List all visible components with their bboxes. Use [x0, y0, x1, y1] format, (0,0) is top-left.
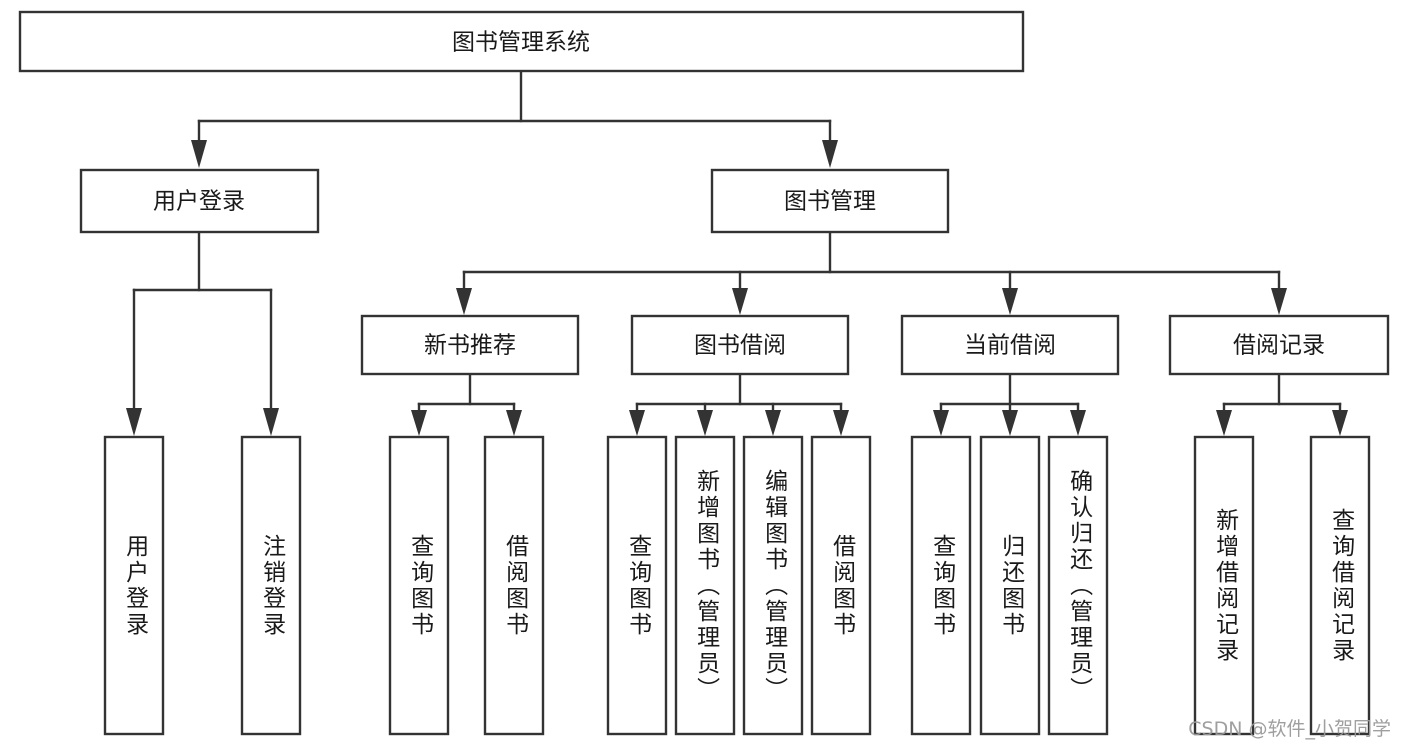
arrow-login-leaf-2	[263, 408, 279, 436]
arrow-borrow-leaf-2	[697, 410, 713, 436]
arrow-bookmgmt-to-current	[1002, 288, 1018, 315]
connector-group-book-borrow	[629, 372, 849, 436]
connector-group-user-login	[126, 230, 279, 436]
arrow-current-leaf-3	[1070, 410, 1086, 436]
node-borrow-record[interactable]: 借阅记录	[1168, 314, 1390, 376]
node-book-borrow-label: 图书借阅	[694, 333, 786, 359]
leaf-rect-book-borrow-3[interactable]	[810, 435, 872, 736]
leaf-rect-user-login-1[interactable]	[240, 435, 302, 736]
leaf-rect-new-book-0[interactable]	[388, 435, 450, 736]
node-root-rect[interactable]	[18, 10, 1025, 73]
leaf-rect-current-borrow-0[interactable]	[910, 435, 972, 736]
arrow-current-leaf-1	[933, 410, 949, 436]
node-book-borrow[interactable]: 图书借阅	[630, 314, 850, 376]
leaf-rect-borrow-record-0[interactable]	[1193, 435, 1255, 736]
arrow-borrow-leaf-3	[765, 410, 781, 436]
arrow-login-leaf-1	[126, 408, 142, 436]
arrow-borrow-leaf-1	[629, 410, 645, 436]
csdn-watermark: CSDN @软件_小贺同学	[1188, 718, 1391, 740]
node-root[interactable]: 图书管理系统	[18, 10, 1025, 73]
leaf-rect-book-borrow-0[interactable]	[606, 435, 668, 736]
node-book-management[interactable]: 图书管理	[710, 168, 950, 234]
node-new-book-recommend-label: 新书推荐	[424, 333, 516, 359]
arrow-borrow-leaf-4	[833, 410, 849, 436]
connector-group-root	[191, 69, 838, 168]
leaf-rect-new-book-1[interactable]	[483, 435, 545, 736]
arrow-bookmgmt-to-record	[1271, 288, 1287, 315]
leaf-rect-book-borrow-2[interactable]	[742, 435, 804, 736]
node-user-login-label: 用户登录	[153, 189, 245, 215]
arrow-newbook-leaf-2	[506, 410, 522, 436]
node-current-borrow-rect[interactable]	[900, 314, 1120, 376]
arrow-root-to-login	[191, 140, 207, 168]
arrow-bookmgmt-to-newbook	[456, 288, 472, 315]
connector-group-book-mgmt	[456, 230, 1287, 315]
node-book-borrow-rect[interactable]	[630, 314, 850, 376]
node-borrow-record-rect[interactable]	[1168, 314, 1390, 376]
node-borrow-record-label: 借阅记录	[1233, 333, 1325, 359]
node-root-label: 图书管理系统	[452, 30, 590, 56]
leaf-rect-current-borrow-1[interactable]	[979, 435, 1041, 736]
arrow-record-leaf-2	[1332, 410, 1348, 436]
node-book-management-rect[interactable]	[710, 168, 950, 234]
arrow-root-to-bookmgmt	[822, 140, 838, 168]
leaf-rect-group	[103, 435, 1371, 736]
node-user-login[interactable]: 用户登录	[79, 168, 320, 234]
connector-group-new-book	[411, 372, 522, 436]
node-book-management-label: 图书管理	[784, 189, 876, 215]
connector-group-current-borrow	[933, 372, 1086, 436]
node-new-book-recommend[interactable]: 新书推荐	[360, 314, 580, 376]
node-current-borrow-label: 当前借阅	[964, 333, 1056, 359]
arrow-current-leaf-2	[1002, 410, 1018, 436]
leaf-rect-book-borrow-1[interactable]	[674, 435, 736, 736]
node-new-book-recommend-rect[interactable]	[360, 314, 580, 376]
leaf-rect-user-login-0[interactable]	[103, 435, 165, 736]
node-current-borrow[interactable]: 当前借阅	[900, 314, 1120, 376]
arrow-record-leaf-1	[1216, 410, 1232, 436]
connector-group-borrow-record	[1216, 372, 1348, 436]
arrow-newbook-leaf-1	[411, 410, 427, 436]
arrow-bookmgmt-to-borrow	[732, 288, 748, 315]
leaf-rect-current-borrow-2[interactable]	[1047, 435, 1109, 736]
node-user-login-rect[interactable]	[79, 168, 320, 234]
leaf-rect-borrow-record-1[interactable]	[1309, 435, 1371, 736]
